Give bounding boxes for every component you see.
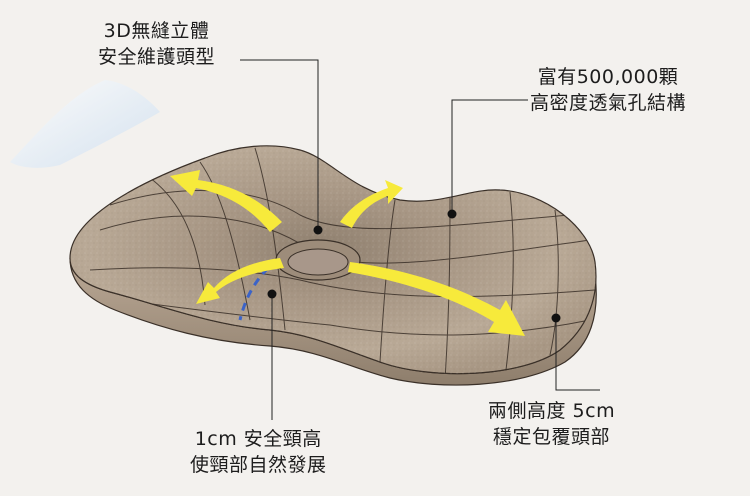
callout-side-height-line2: 穩定包覆頭部 xyxy=(493,426,611,448)
callout-neck-height: 1cm 安全頸高 使頸部自然發展 xyxy=(190,426,327,478)
callout-dots xyxy=(267,209,561,323)
callout-air-holes-line1: 富有500,000顆 xyxy=(537,66,679,88)
pillow-grid xyxy=(89,147,596,374)
callout-lines xyxy=(240,59,600,420)
neck-height-dashed-curve xyxy=(238,266,270,321)
callout-side-height-line1: 兩側高度 5cm xyxy=(488,400,616,422)
callout-air-holes-line2: 高密度透氣孔結構 xyxy=(530,92,687,114)
callout-seamless-3d-line2: 安全維護頭型 xyxy=(98,46,216,68)
callout-air-holes: 富有500,000顆 高密度透氣孔結構 xyxy=(530,64,686,116)
callout-neck-height-line1: 1cm 安全頸高 xyxy=(194,428,322,450)
floating-paper-decoration xyxy=(10,80,160,168)
callout-seamless-3d: 3D無縫立體 安全維護頭型 xyxy=(98,18,215,70)
callout-seamless-3d-line1: 3D無縫立體 xyxy=(103,20,210,42)
callout-side-height: 兩側高度 5cm 穩定包覆頭部 xyxy=(488,398,615,450)
callout-neck-height-line2: 使頸部自然發展 xyxy=(190,454,327,476)
expansion-arrows xyxy=(170,170,525,336)
